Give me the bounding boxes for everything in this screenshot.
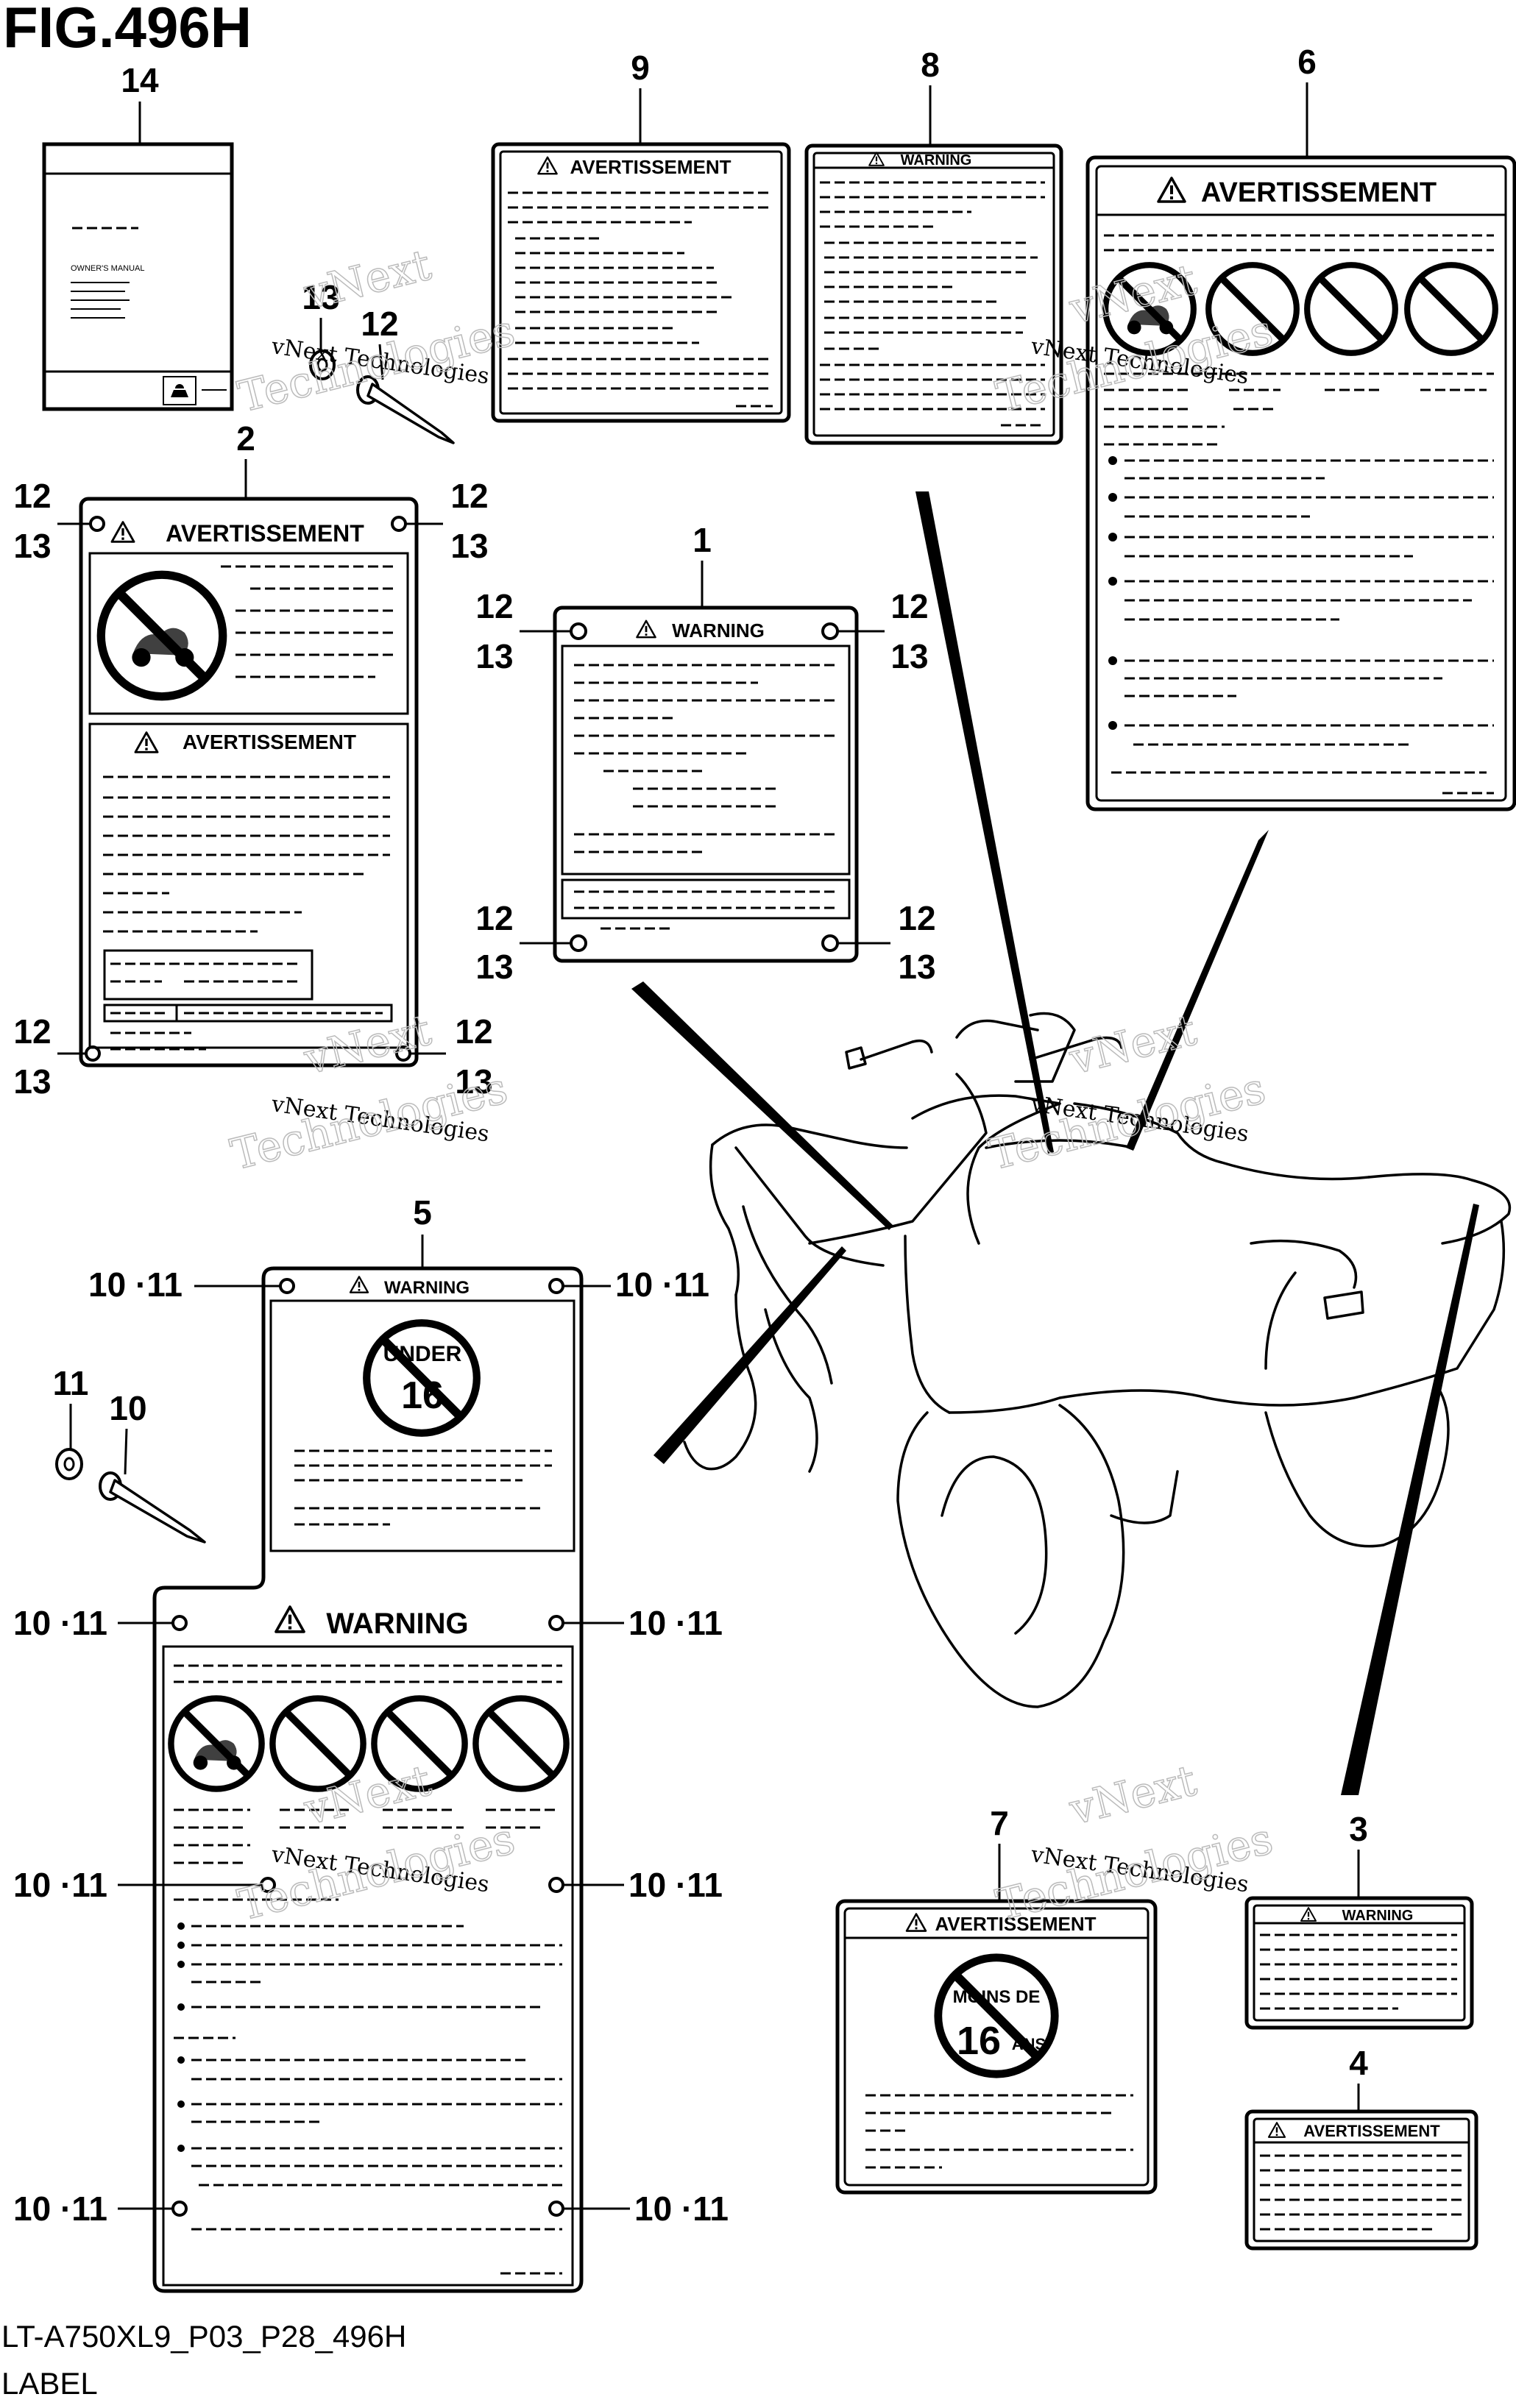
callout-12-2a: 12 (13, 477, 51, 515)
rivet-washer-set-b: 11 10 (53, 1364, 206, 1544)
label-2-header-top: AVERTISSEMENT (166, 520, 364, 547)
callout-10: 10 (109, 1389, 146, 1427)
callout-12-2c: 12 (13, 1012, 51, 1051)
label-part-2: 2 AVERTISSEMENT AVERTISSEMENT (13, 419, 492, 1101)
figure-title: FIG.496H (3, 0, 252, 60)
label-part-8: 8 WARNING (804, 46, 1063, 445)
callout-12-1d: 12 (898, 899, 935, 937)
callout-13-2c: 13 (13, 1062, 51, 1101)
callout-13-2d: 13 (455, 1062, 492, 1101)
callout-11: 11 (53, 1364, 89, 1402)
rivet-icon (356, 375, 455, 444)
callout-10-11-5c: 10 ·11 (13, 1604, 107, 1642)
callout-12-top: 12 (361, 305, 398, 343)
label-part-9: 9 AVERTISSEMENT (491, 49, 791, 423)
callout-3: 3 (1349, 1810, 1368, 1848)
label-5-age: 16 (401, 1374, 444, 1417)
label-part-4: 4 AVERTISSEMENT (1244, 2044, 1478, 2251)
leader-pointers (631, 491, 1479, 1795)
watermark-12: vNext (1064, 1755, 1201, 1835)
atv-illustration (683, 1012, 1512, 1708)
label-5-under: UNDER (383, 1342, 462, 1366)
callout-14: 14 (121, 61, 159, 99)
callout-6: 6 (1297, 43, 1317, 81)
callout-13-1b: 13 (890, 637, 928, 675)
callout-10-11-5g: 10 ·11 (13, 2189, 107, 2228)
callout-2: 2 (236, 419, 255, 458)
no-riding-icon (1307, 265, 1395, 353)
label-part-6: 6 AVERTISSEMENT (1085, 43, 1516, 811)
callout-10-11-5e: 10 ·11 (13, 1866, 107, 1904)
owners-manual-icon (171, 384, 188, 397)
callout-7: 7 (990, 1804, 1009, 1842)
callout-13-1c: 13 (475, 948, 513, 986)
callout-10-11-5a: 10 ·11 (88, 1265, 183, 1304)
label-7-ans: ANS (1012, 2035, 1046, 2053)
label-5-header: WARNING (384, 1278, 470, 1298)
no-alcohol-icon (1407, 265, 1495, 353)
owners-manual-title: OWNER'S MANUAL (71, 264, 145, 273)
callout-12-1b: 12 (890, 587, 928, 625)
label-9-header: AVERTISSEMENT (570, 156, 731, 178)
label-part-5: 5 WARNING UNDER 16 WARNING (13, 1193, 729, 2293)
figure-name: LABEL (1, 2366, 98, 2401)
callout-10-11-5f: 10 ·11 (628, 1866, 723, 1904)
owners-manual: 14 OWNER'S MANUAL (42, 61, 234, 411)
label-7-age: 16 (957, 2019, 1001, 2063)
label-5b-header: WARNING (326, 1608, 468, 1640)
callout-12-2d: 12 (455, 1012, 492, 1051)
callout-4: 4 (1349, 2044, 1368, 2082)
watermark-3b: Technologies (226, 1063, 512, 1180)
callout-13-2a: 13 (13, 527, 51, 565)
figure-code: LT-A750XL9_P03_P28_496H (1, 2319, 406, 2354)
callout-1: 1 (693, 521, 712, 559)
label-part-1: 1 WARNING 12 13 12 13 12 13 12 13 (475, 521, 935, 986)
label-1-header: WARNING (672, 619, 765, 642)
label-part-3: 3 WARNING (1244, 1810, 1474, 2030)
callout-10-11-5h: 10 ·11 (634, 2189, 729, 2228)
callout-13-top: 13 (302, 278, 339, 316)
callout-8: 8 (921, 46, 940, 84)
label-part-7: 7 AVERTISSEMENT MOINS DE 16 ANS (835, 1804, 1158, 2195)
callout-13-1a: 13 (475, 637, 513, 675)
callout-10-11-5b: 10 ·11 (615, 1265, 709, 1304)
callout-12-1c: 12 (475, 899, 513, 937)
label-6-header: AVERTISSEMENT (1201, 177, 1437, 208)
callout-12-1a: 12 (475, 587, 513, 625)
callout-12-2b: 12 (450, 477, 488, 515)
callout-5: 5 (413, 1193, 432, 1232)
callout-13-1d: 13 (898, 948, 935, 986)
label-7-moins-de: MOINS DE (953, 1987, 1041, 2007)
label-4-header: AVERTISSEMENT (1303, 2122, 1440, 2140)
callout-13-2b: 13 (450, 527, 488, 565)
label-3-header: WARNING (1342, 1908, 1414, 1924)
label-7-header: AVERTISSEMENT (935, 1913, 1096, 1935)
callout-9: 9 (631, 49, 650, 87)
label-8-header: WARNING (901, 152, 972, 168)
rivet-washer-set-a: 13 12 (302, 278, 455, 444)
callout-10-11-5d: 10 ·11 (628, 1604, 723, 1642)
watermark-10: vNext (1064, 1005, 1201, 1084)
label-2-header-bottom: AVERTISSEMENT (183, 731, 356, 753)
